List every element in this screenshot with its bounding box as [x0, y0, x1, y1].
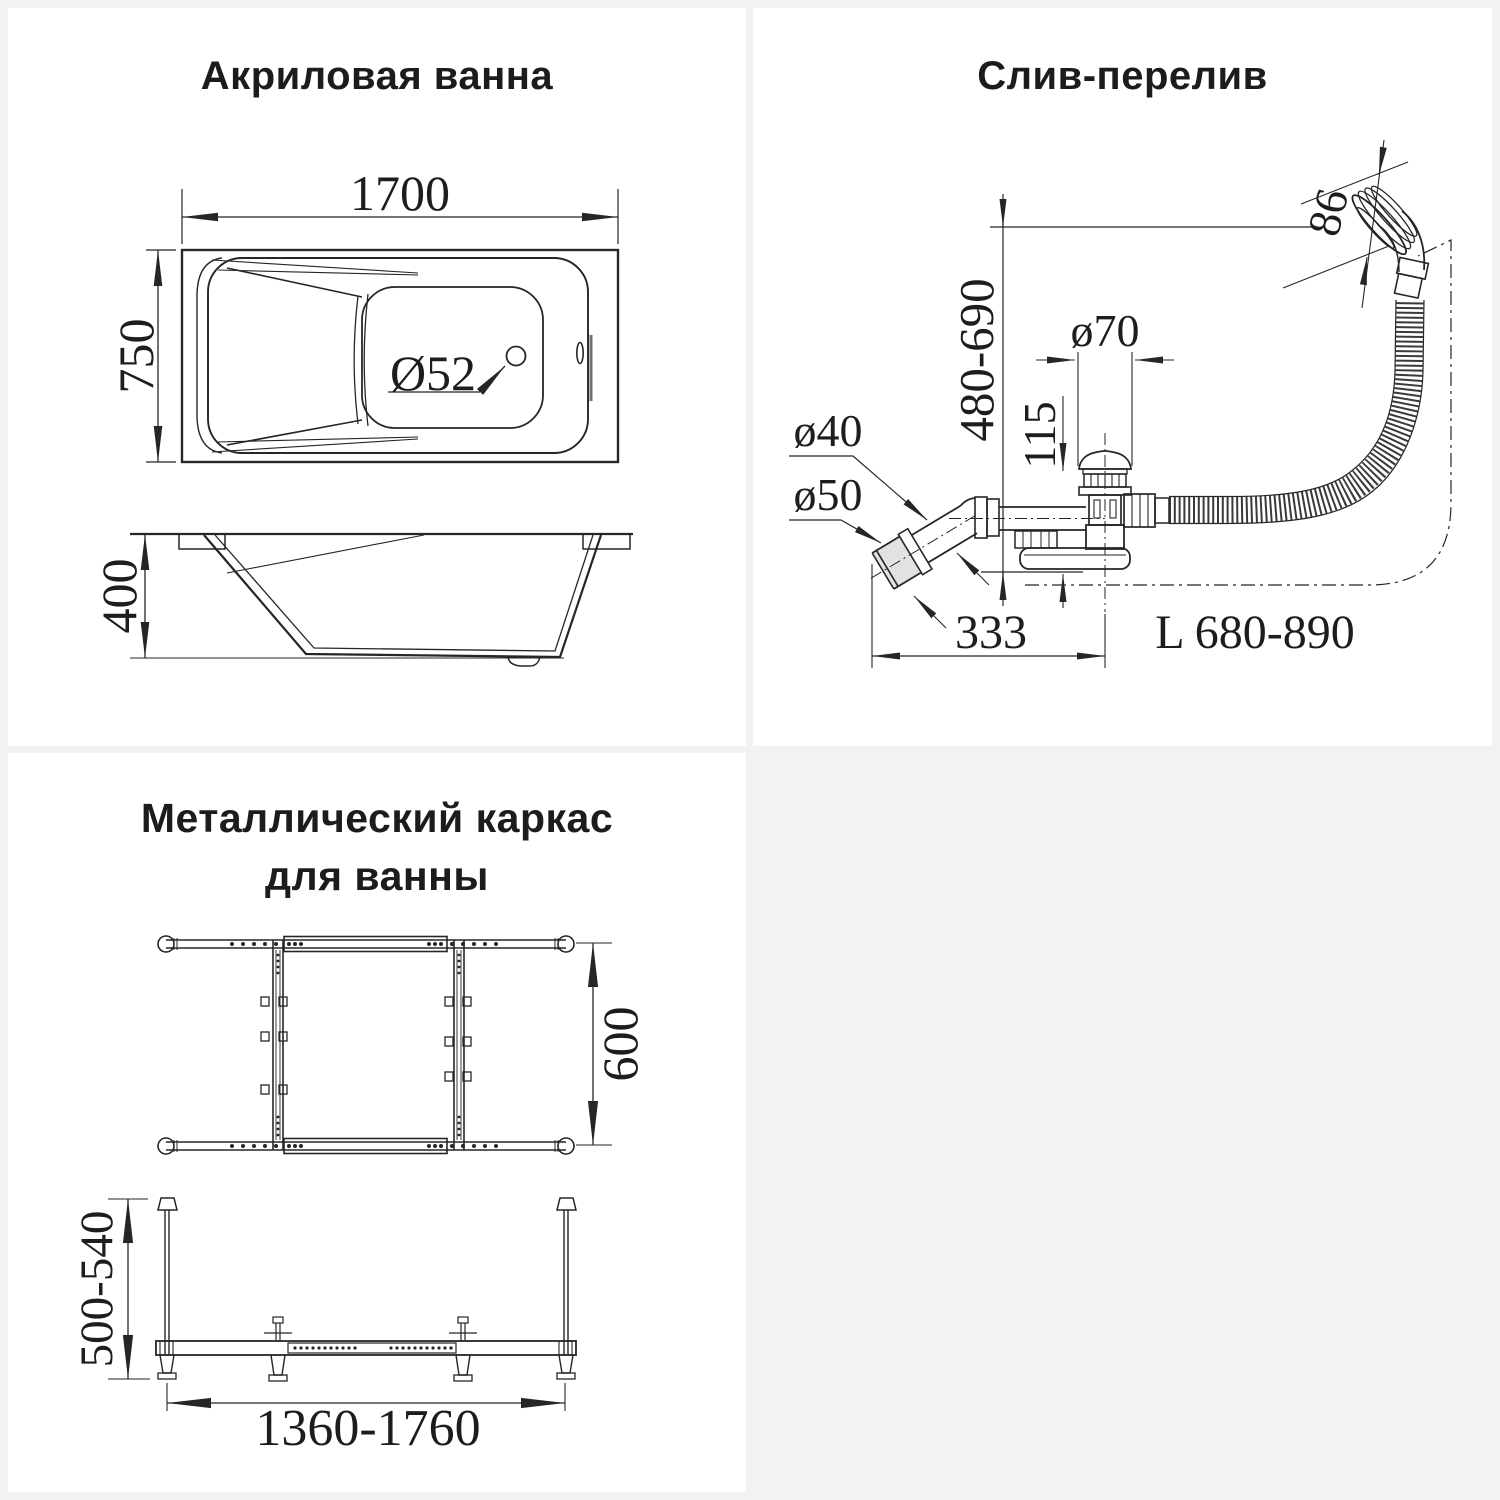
hose-length-centerline: [1025, 239, 1452, 586]
frame-drawing: 600: [71, 935, 648, 1457]
dim-overflow-head-label: 86: [1298, 184, 1359, 241]
panel-drain-overflow: Слив-перелив: [753, 8, 1492, 746]
tub-side-view: 400: [91, 532, 633, 667]
frame-title: Металлический каркас для ванны: [8, 789, 746, 905]
dim-tub-width-label: 750: [108, 319, 164, 394]
dim-drain-flange: ø70: [1036, 305, 1174, 466]
drain-title: Слив-перелив: [977, 54, 1268, 98]
dim-tub-height-label: 400: [91, 559, 147, 634]
drain-overflow-drawing: 86 480-690 ø70: [789, 139, 1452, 668]
overflow-hose: [1169, 299, 1425, 525]
dim-offset-label: 333: [955, 606, 1027, 659]
panel-frame: Металлический каркас для ванны: [8, 753, 746, 1492]
overflow-head: [1351, 185, 1430, 300]
dim-install-height-label: 480-690: [949, 278, 1004, 441]
dim-install-height: 480-690: [949, 194, 1317, 606]
tub-top-view: Ø52 1700 750: [108, 165, 620, 464]
bathtub-title: Акриловая ванна: [200, 54, 554, 98]
dim-frame-width-label: 600: [592, 1007, 648, 1082]
dim-drain-flange-label: ø70: [1071, 305, 1140, 356]
rail-holes: [230, 942, 498, 1148]
drain-assembly: [870, 433, 1170, 629]
middle-adjuster-left: [264, 1316, 292, 1382]
frame-front-view: 500-540 1360-1760: [71, 1197, 577, 1457]
frame-top-view: 600: [157, 935, 648, 1155]
dim-frame-length-label: 1360-1760: [255, 1400, 480, 1457]
outlet-pipe-labels: ø40 ø50: [789, 405, 928, 544]
tub-drain-label: Ø52: [390, 345, 476, 401]
frame-clips: [260, 996, 472, 1095]
frame-title-line2: для ванны: [265, 853, 489, 899]
dim-horizontal-offset: 333: [871, 564, 1106, 668]
vertical-member-holes: [276, 953, 461, 1137]
rail-strip-holes: [293, 1346, 453, 1350]
dim-drain-body-label: 115: [1014, 401, 1065, 468]
dim-tub-length-label: 1700: [350, 165, 450, 221]
middle-adjuster-right: [449, 1316, 477, 1382]
dim-frame-height-label: 500-540: [71, 1211, 123, 1368]
panel-bathtub: Акриловая ванна: [8, 8, 746, 746]
dim-hose-length-label: L 680-890: [1155, 606, 1355, 659]
dim-drain-body: 115: [1014, 396, 1067, 608]
dim-pipe50-label: ø50: [794, 469, 863, 520]
frame-title-line1: Металлический каркас: [140, 795, 614, 841]
bathtub-drawing: Ø52 1700 750: [91, 165, 633, 667]
dim-pipe40-label: ø40: [794, 405, 863, 456]
